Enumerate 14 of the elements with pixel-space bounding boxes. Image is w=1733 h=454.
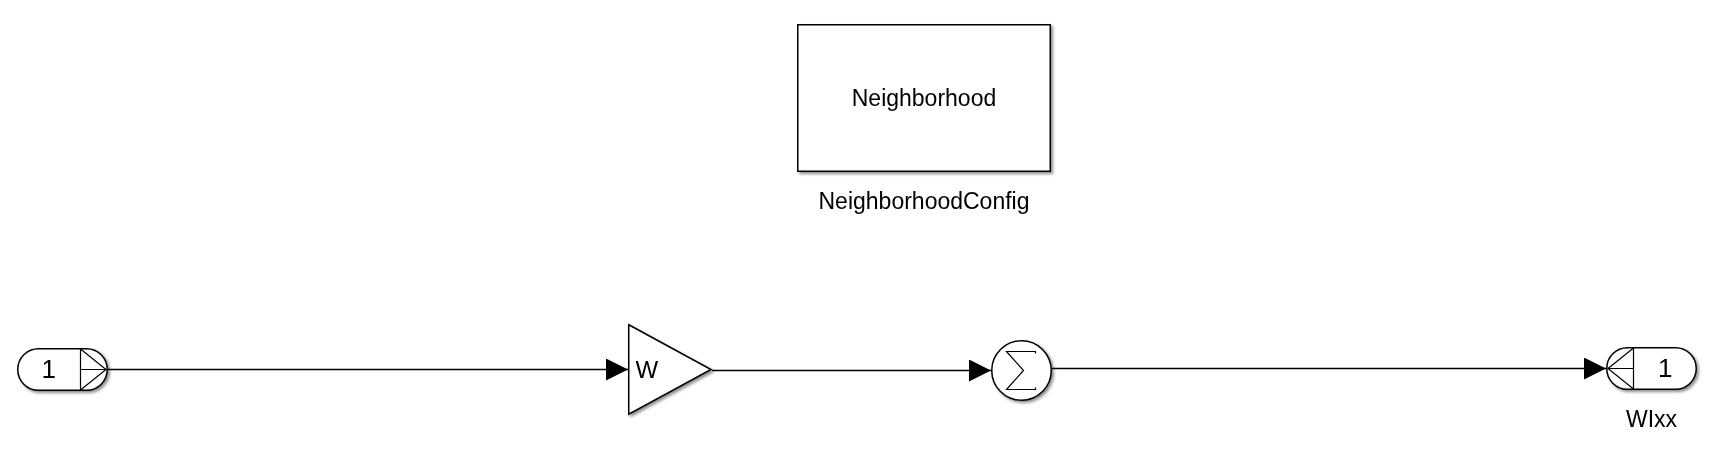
- sum-block: [991, 340, 1052, 401]
- block-label: W: [634, 355, 660, 385]
- block-label: 1: [1657, 352, 1674, 385]
- gain-block: [628, 324, 712, 415]
- signal-arrow: [107, 358, 629, 381]
- outport-block: [1606, 347, 1697, 390]
- subsystem-block: [797, 24, 1051, 172]
- signal-arrow: [711, 359, 992, 382]
- block-label: Neighborhood: [850, 84, 998, 113]
- block-label: 1: [40, 353, 57, 386]
- signal-arrow: [1051, 357, 1607, 380]
- block-name: NeighborhoodConfig: [818, 188, 1030, 215]
- block-name: WIxx: [1626, 406, 1678, 433]
- inport-block: [17, 348, 108, 391]
